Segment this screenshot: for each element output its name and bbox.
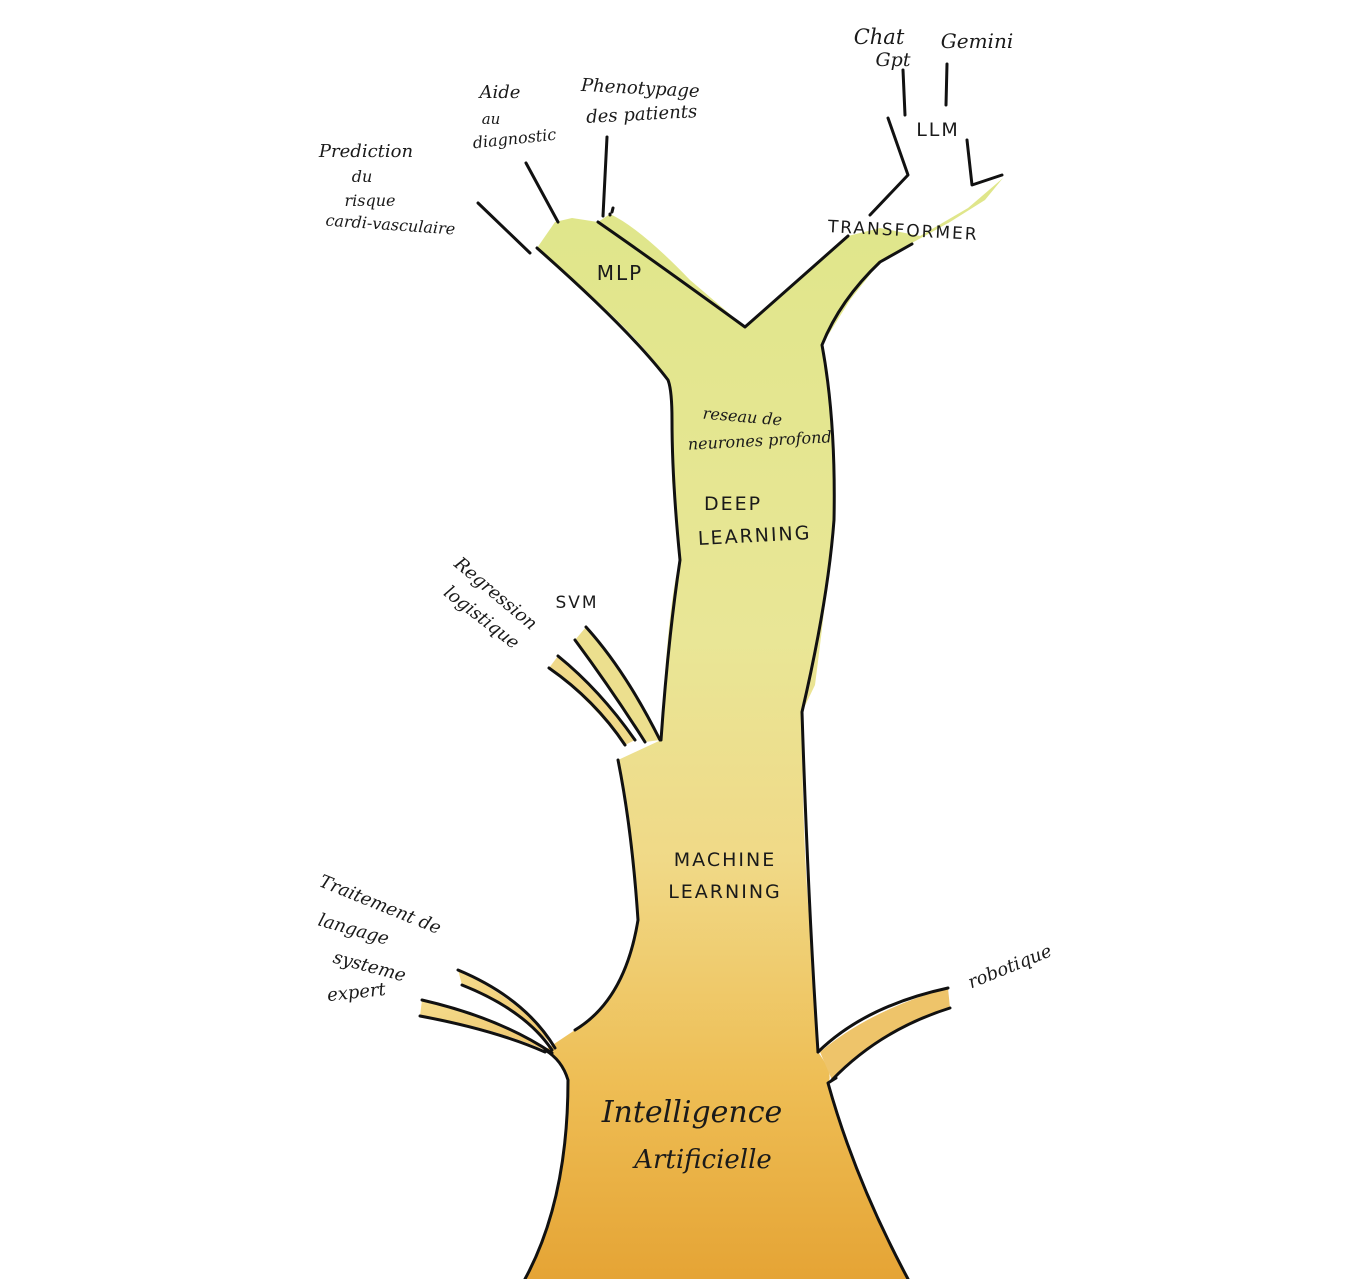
dl-label-line1: DEEP <box>704 493 762 515</box>
fork-outline <box>596 212 850 329</box>
phenotypage-line <box>601 135 615 218</box>
chatgpt-label-line1: Chat <box>854 25 905 49</box>
root-label-line1: Intelligence <box>601 1095 783 1130</box>
aide-label-line1: Aide <box>478 82 521 103</box>
prediction-label-line4: cardi-vasculaire <box>325 211 456 239</box>
robotique-branch-outline <box>816 986 952 1082</box>
llm-label: LLM <box>916 119 960 141</box>
svm-label: SVM <box>555 593 598 613</box>
branch-regression-fill <box>549 656 635 745</box>
svm-branch-outline <box>573 625 662 744</box>
aide-label-line3: diagnostic <box>472 125 557 153</box>
prediction-label-line1: Prediction <box>318 141 413 162</box>
traitement-branch-outline <box>456 968 557 1052</box>
branch-robotique-fill <box>820 988 950 1080</box>
prediction-line <box>476 201 532 255</box>
trunk-left-mid-outline <box>573 758 640 1032</box>
prediction-label-line2: du <box>352 167 373 186</box>
transformer-left-line <box>868 116 910 217</box>
systeme-branch-outline <box>418 998 554 1055</box>
regression-branch-outline <box>547 654 637 747</box>
gemini-line <box>944 62 949 107</box>
tree-trunk <box>525 178 1003 1279</box>
ml-label-line2: LEARNING <box>668 881 782 903</box>
trunk-right-mid-outline <box>800 242 914 1054</box>
trunk-left-outline <box>523 1048 570 1279</box>
aide-label-line2: au <box>482 110 501 128</box>
mlp-label: MLP <box>597 261 643 285</box>
chatgpt-label-line2: Gpt <box>876 49 911 71</box>
phenotypage-label-line1: Phenotypage <box>580 75 701 102</box>
systeme-label-line2: expert <box>326 979 387 1006</box>
trunk-right-outline <box>826 1076 910 1279</box>
aide-line <box>524 161 560 224</box>
root-label-line2: Artificielle <box>632 1145 772 1175</box>
robotique-label: robotique <box>965 941 1055 994</box>
gemini-label: Gemini <box>941 29 1013 53</box>
branch-svm-fill <box>575 627 660 742</box>
phenotypage-label-line2: des patients <box>586 101 698 128</box>
chatgpt-line <box>901 68 907 117</box>
trunk-left-upper-outline <box>535 246 682 742</box>
transformer-right-line <box>965 138 1004 187</box>
branch-traitement-fill <box>458 970 555 1048</box>
ml-label-line1: MACHINE <box>674 849 776 871</box>
prediction-label-line3: risque <box>345 191 396 210</box>
branch-systeme-fill <box>420 1000 552 1053</box>
